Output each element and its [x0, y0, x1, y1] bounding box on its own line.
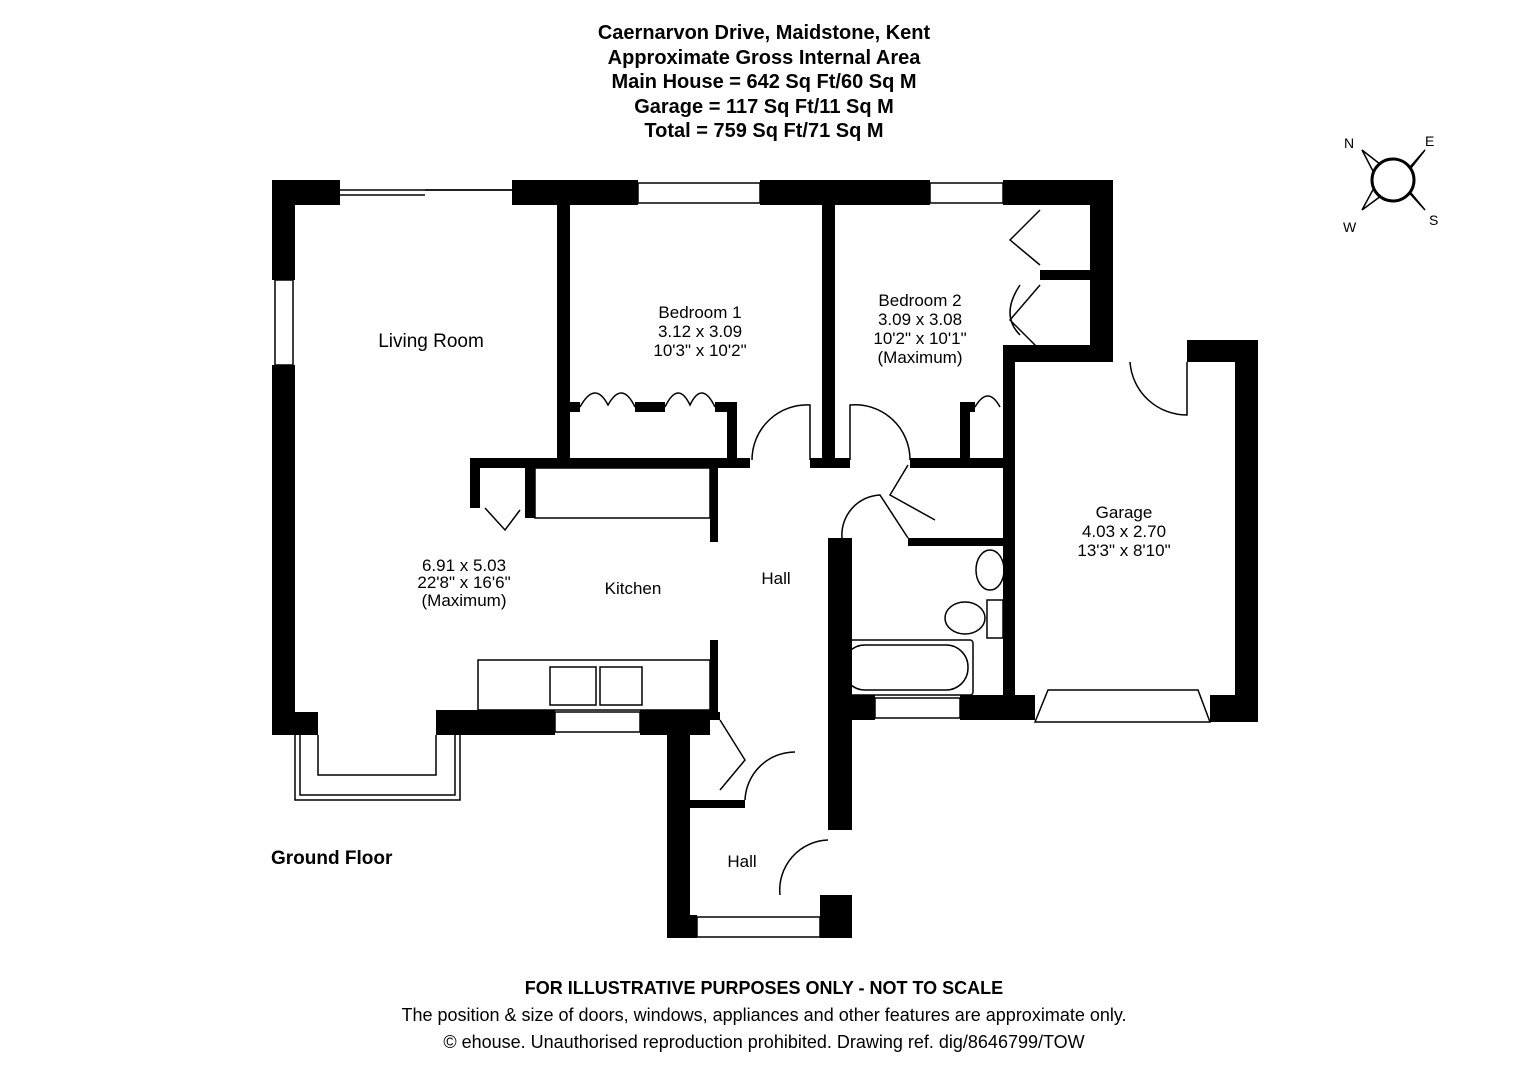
- area-title: Approximate Gross Internal Area: [607, 46, 921, 69]
- copyright: © ehouse. Unauthorised reproduction proh…: [443, 1032, 1085, 1052]
- garage-area: Garage = 117 Sq Ft/11 Sq M: [634, 95, 894, 118]
- bedroom1-metric: 3.12 x 3.09: [658, 322, 742, 341]
- address-title: Caernarvon Drive, Maidstone, Kent: [597, 22, 931, 44]
- floorplan-header: Caernarvon Drive, Maidstone, Kent Approx…: [0, 21, 1528, 144]
- kitchen-worktop: [477, 659, 711, 711]
- compass-n: N: [1344, 135, 1354, 151]
- compass-w: W: [1343, 219, 1357, 235]
- disclaimer: FOR ILLUSTRATIVE PURPOSES ONLY - NOT TO …: [524, 978, 1004, 998]
- compass: N E W S: [1343, 133, 1438, 235]
- bedroom1-imperial: 10'3" x 10'2": [653, 341, 746, 360]
- hall2-name: Hall: [727, 852, 756, 871]
- bedroom2-metric: 3.09 x 3.08: [878, 310, 962, 329]
- bedroom2-name: Bedroom 2: [878, 291, 961, 310]
- garage-name: Garage: [1096, 503, 1153, 522]
- room-labels: Living Room 6.91 x 5.03 22'8" x 16'6" (M…: [271, 291, 1171, 871]
- compass-s: S: [1429, 212, 1438, 228]
- living-room-imperial: 22'8" x 16'6": [417, 573, 510, 592]
- total-area: Total = 759 Sq Ft/71 Sq M: [644, 120, 884, 142]
- toilet-icon: [944, 601, 986, 635]
- fixtures: [477, 467, 1005, 711]
- bedroom2-note: (Maximum): [878, 348, 963, 367]
- compass-e: E: [1425, 133, 1434, 149]
- bedroom2-imperial: 10'2" x 10'1": [873, 329, 966, 348]
- windows: [274, 182, 1212, 938]
- bath-icon: [837, 639, 974, 696]
- walls: [272, 180, 1258, 938]
- living-room-metric: 6.91 x 5.03: [422, 556, 506, 575]
- hall-name: Hall: [761, 569, 790, 588]
- main-house-area: Main House = 642 Sq Ft/60 Sq M: [611, 71, 917, 93]
- floor-label: Ground Floor: [271, 848, 393, 869]
- living-room-name: Living Room: [378, 331, 484, 352]
- garage-imperial: 13'3" x 8'10": [1077, 541, 1170, 560]
- kitchen-name: Kitchen: [605, 579, 662, 598]
- basin-icon: [975, 549, 1005, 591]
- sink-icon: [549, 666, 597, 706]
- floorplan-footer: FOR ILLUSTRATIVE PURPOSES ONLY - NOT TO …: [0, 975, 1528, 1056]
- doors: [484, 209, 1188, 896]
- compass-circle-icon: [1370, 157, 1416, 203]
- living-room-note: (Maximum): [422, 591, 507, 610]
- approximation-note: The position & size of doors, windows, a…: [401, 1005, 1127, 1025]
- bedroom1-name: Bedroom 1: [658, 303, 741, 322]
- garage-metric: 4.03 x 2.70: [1082, 522, 1166, 541]
